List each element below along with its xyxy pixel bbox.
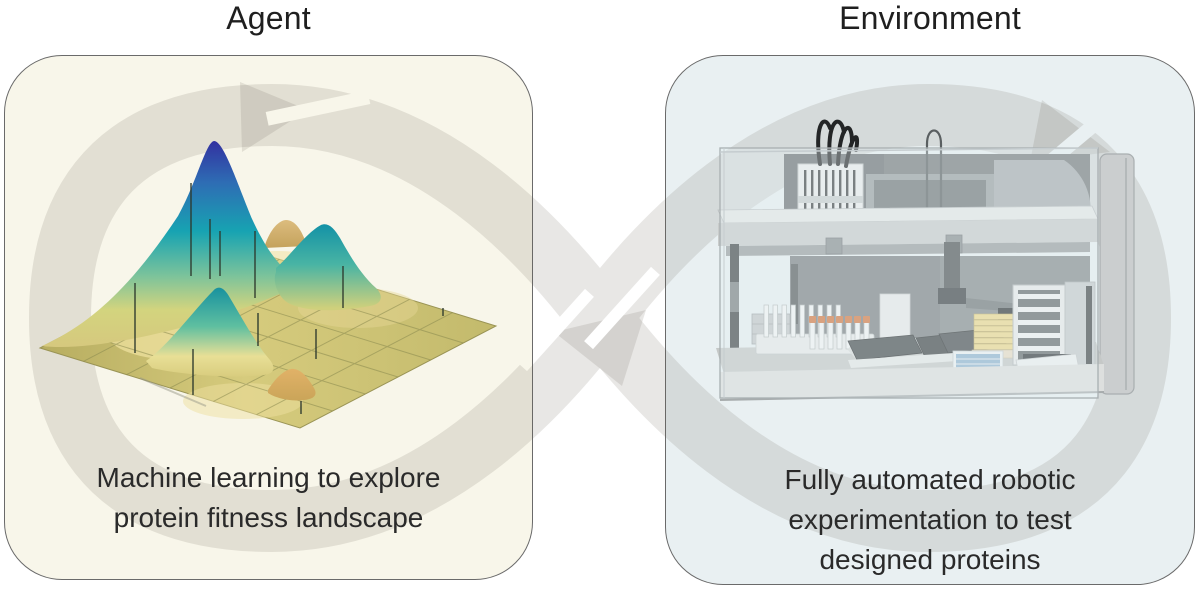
environment-caption-line-3: designed proteins xyxy=(819,544,1041,575)
environment-caption: Fully automated robotic experimentation … xyxy=(690,460,1170,580)
agent-panel-title: Agent xyxy=(226,0,311,36)
shelf-tower xyxy=(1012,281,1096,369)
robotic-workstation xyxy=(716,119,1135,401)
agent-caption-line-1: Machine learning to explore xyxy=(96,462,441,493)
glass-enclosure xyxy=(719,147,1099,399)
cable-bundle xyxy=(816,119,859,168)
wire-loop xyxy=(925,129,943,214)
agent-caption: Machine learning to explore protein fitn… xyxy=(40,458,497,538)
fitness-landscape-3d-plot xyxy=(38,141,498,429)
main-peak xyxy=(42,141,294,348)
tube-rack xyxy=(755,304,875,355)
environment-caption-line-1: Fully automated robotic xyxy=(784,464,1076,495)
secondary-peak xyxy=(274,224,381,311)
arrowhead-crossing xyxy=(554,310,646,386)
side-tower xyxy=(1099,153,1135,395)
gantry-beam xyxy=(717,205,1099,256)
environment-panel-title: Environment xyxy=(839,0,1021,36)
front-orange-bump xyxy=(268,368,316,401)
surface-shadow-line xyxy=(139,377,207,407)
agent-caption-line-2: protein fitness landscape xyxy=(113,502,424,533)
microplates-dark xyxy=(847,327,1008,368)
blue-plate xyxy=(952,350,1004,372)
front-fascia xyxy=(719,364,1105,401)
tan-bump-back xyxy=(264,220,307,248)
front-hill xyxy=(146,287,274,377)
sample-markers xyxy=(134,183,444,414)
environment-caption-line-2: experimentation to test xyxy=(788,504,1072,535)
